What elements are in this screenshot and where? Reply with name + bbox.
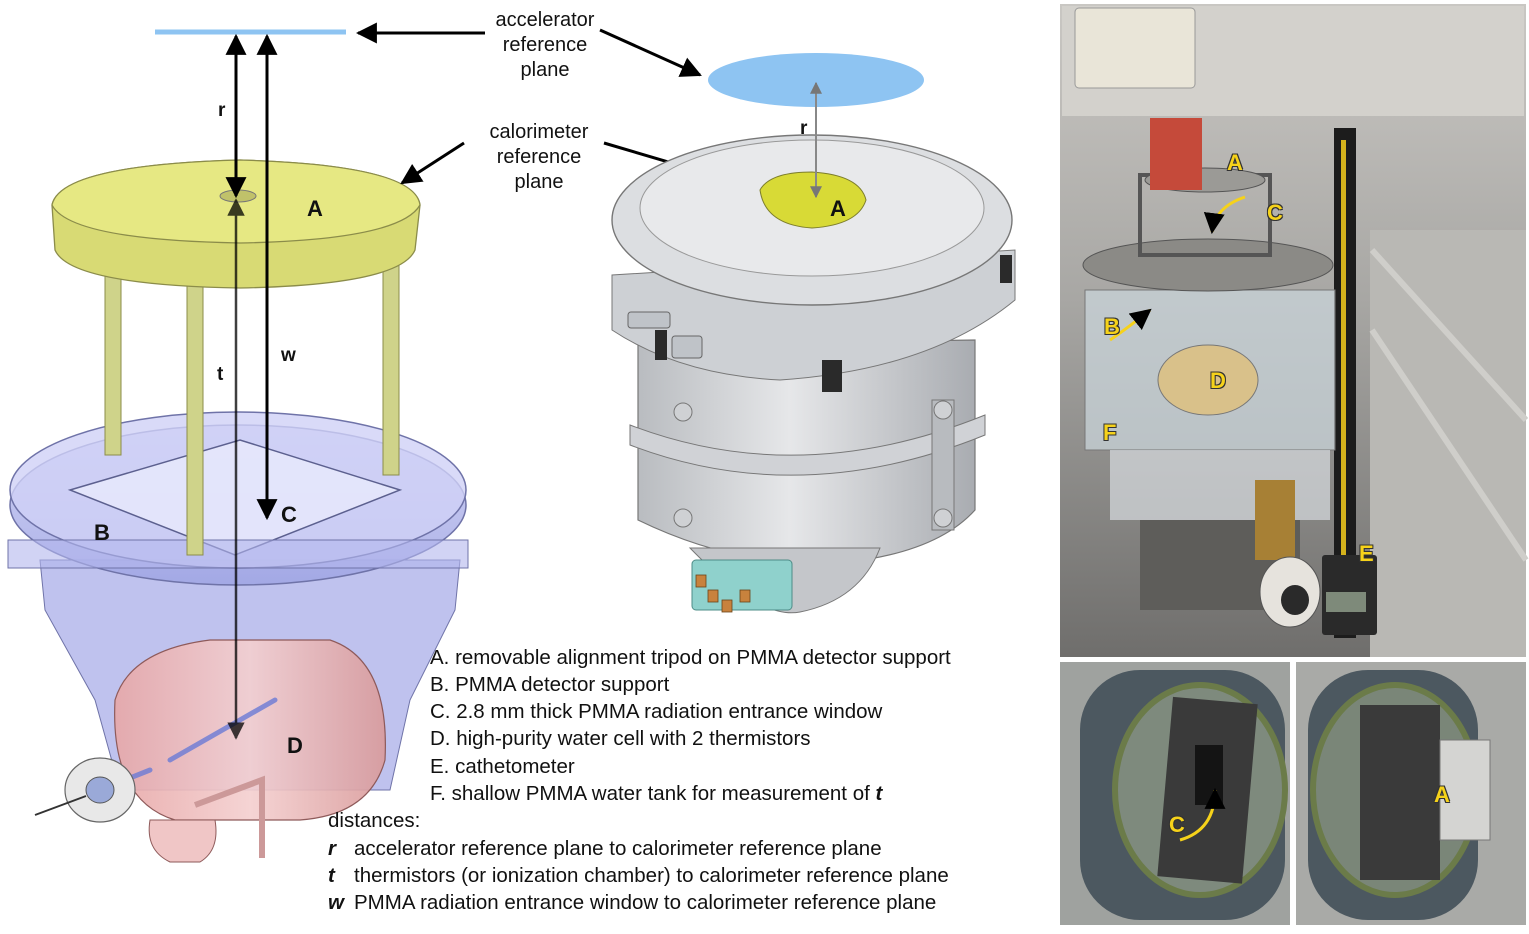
- legend-text: PMMA detector support: [455, 673, 670, 696]
- water-cell: [34, 639, 386, 863]
- schematic-label-t: t: [217, 364, 224, 385]
- distance-symbol: w: [328, 891, 344, 914]
- caption-line: plane: [520, 59, 570, 81]
- legend-item-e: E. cathetometer: [430, 753, 575, 780]
- render-label-a: A: [830, 196, 846, 221]
- photo-label-c: C: [1267, 200, 1283, 225]
- schematic-label-c: C: [281, 502, 297, 527]
- legend-item-b: B. PMMA detector support: [430, 671, 669, 698]
- schematic: [7, 22, 485, 863]
- photo-label-d: D: [1210, 368, 1226, 393]
- caption-line: accelerator: [495, 9, 595, 31]
- photo-label-e: E: [1359, 541, 1374, 566]
- legend-text: cathetometer: [455, 755, 575, 778]
- photo-inset-left: [1060, 662, 1290, 925]
- calorimeter-reference-plane-caption: calorimeter reference plane: [464, 120, 614, 195]
- caption-line: reference: [502, 34, 588, 56]
- accelerator-reference-plane-disc: [708, 53, 924, 107]
- legend-item-d: D. high-purity water cell with 2 thermis…: [430, 725, 811, 752]
- photo-inset-label-a: A: [1434, 782, 1450, 807]
- legend-text: removable alignment tripod on PMMA detec…: [455, 646, 951, 669]
- distance-w: w PMMA radiation entrance window to calor…: [328, 889, 936, 916]
- legend-text: high-purity water cell with 2 thermistor…: [456, 727, 811, 750]
- distance-text: PMMA radiation entrance window to calori…: [354, 891, 937, 914]
- legend-item-f: F. shallow PMMA water tank for measureme…: [430, 780, 882, 807]
- photo-main: [1060, 4, 1529, 657]
- legend-key: A.: [430, 646, 450, 669]
- schematic-label-r: r: [218, 100, 226, 121]
- schematic-label-a: A: [307, 196, 323, 221]
- photo-inset-right: [1296, 662, 1526, 925]
- schematic-label-b: B: [94, 520, 110, 545]
- accelerator-reference-plane-caption: accelerator reference plane: [470, 8, 620, 83]
- distance-text: thermistors (or ionization chamber) to c…: [354, 864, 949, 887]
- caption-line: reference: [496, 146, 582, 168]
- schematic-label-d: D: [287, 733, 303, 758]
- photo-label-b: B: [1104, 314, 1120, 339]
- caption-line: calorimeter: [489, 121, 589, 143]
- distance-text: accelerator reference plane to calorimet…: [354, 837, 882, 860]
- leader-accelerator-right: [599, 28, 702, 77]
- distances-heading: distances:: [328, 809, 421, 832]
- legend-key: C.: [430, 700, 451, 723]
- schematic-label-w: w: [281, 345, 296, 366]
- distance-symbol: t: [328, 864, 335, 887]
- legend-key: B.: [430, 673, 450, 696]
- photo-label-f: F: [1103, 420, 1117, 445]
- legend-key: D.: [430, 727, 451, 750]
- distance-symbol: r: [328, 837, 336, 860]
- legend-item-a: A. removable alignment tripod on PMMA de…: [430, 644, 951, 671]
- calorimeter-render: [599, 28, 1016, 614]
- legend-item-c: C. 2.8 mm thick PMMA radiation entrance …: [430, 698, 882, 725]
- legend-text: shallow PMMA water tank for measurement …: [451, 782, 870, 805]
- photo-inset-label-c: C: [1169, 812, 1185, 837]
- legend-variable: t: [875, 782, 883, 805]
- legend-key: E.: [430, 755, 450, 778]
- leader-calorimeter-left: [400, 141, 465, 185]
- legend-text: 2.8 mm thick PMMA radiation entrance win…: [456, 700, 883, 723]
- legend-key: F.: [430, 782, 446, 805]
- photo-label-a: A: [1227, 150, 1243, 175]
- distance-r: r accelerator reference plane to calorime…: [328, 835, 882, 862]
- caption-line: plane: [514, 171, 564, 193]
- distance-t: t thermistors (or ionization chamber) to …: [328, 862, 949, 889]
- render-label-r: r: [800, 118, 808, 139]
